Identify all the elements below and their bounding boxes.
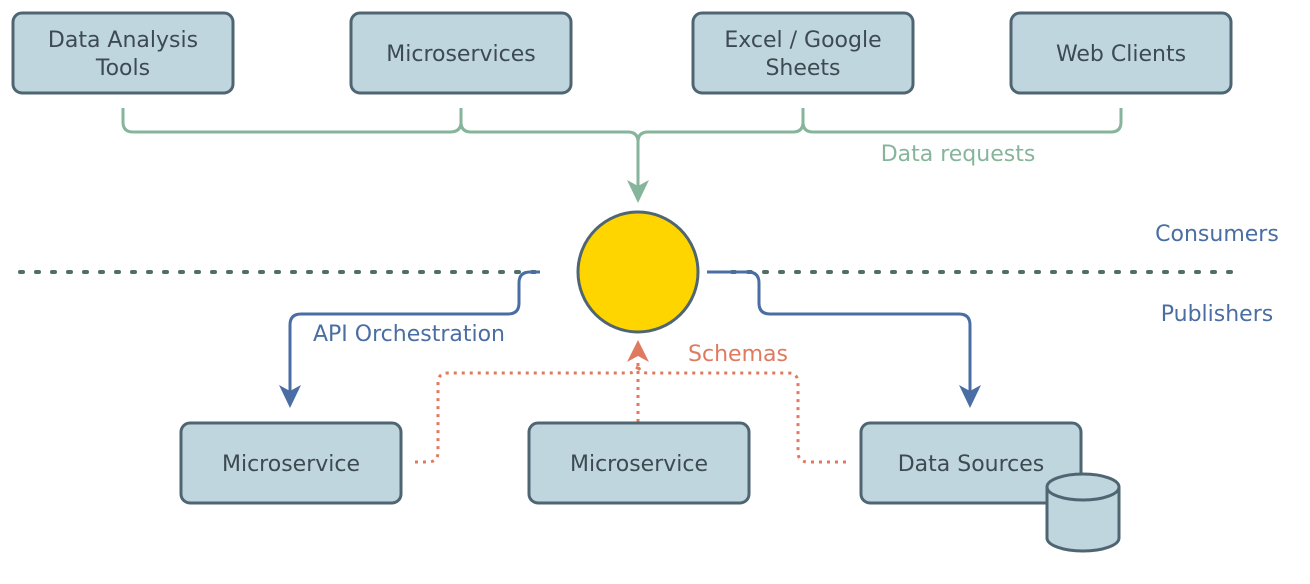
api-orchestration-left-arrowhead bbox=[279, 385, 301, 408]
data-requests-bracket bbox=[121, 108, 1123, 143]
data-requests-label: Data requests bbox=[881, 142, 1036, 167]
consumer-box-microservices: Microservices bbox=[349, 11, 573, 95]
consumer-label-line2: Sheets bbox=[765, 56, 840, 81]
api-orchestration-left-line bbox=[288, 270, 540, 392]
schemas-path-left bbox=[415, 362, 640, 464]
publishers-zone-label: Publishers bbox=[1161, 302, 1273, 327]
api-orchestration-label: API Orchestration bbox=[313, 322, 505, 347]
publisher-label: Data Sources bbox=[898, 452, 1045, 477]
consumer-label-line1: Data Analysis bbox=[48, 28, 198, 53]
consumer-box-excel-google-sheets: Excel / Google Sheets bbox=[691, 11, 915, 95]
api-orchestration-right-line bbox=[707, 270, 972, 392]
publisher-label: Microservice bbox=[222, 452, 360, 477]
consumer-label: Microservices bbox=[386, 42, 535, 67]
consumer-label-line1: Excel / Google bbox=[724, 28, 881, 53]
consumer-box-data-analysis-tools: Data Analysis Tools bbox=[11, 11, 235, 95]
publisher-box-microservice-left: Microservice bbox=[179, 421, 403, 505]
api-orchestration-right-arrowhead bbox=[959, 385, 981, 408]
consumer-label-line2: Tools bbox=[95, 56, 150, 81]
consumers-zone-label: Consumers bbox=[1155, 222, 1279, 247]
data-requests-arrowhead bbox=[627, 180, 649, 203]
consumer-label: Web Clients bbox=[1056, 42, 1186, 67]
consumer-box-web-clients: Web Clients bbox=[1009, 11, 1233, 95]
schemas-label: Schemas bbox=[688, 342, 788, 367]
publisher-box-microservice-center: Microservice bbox=[527, 421, 751, 505]
publisher-label: Microservice bbox=[570, 452, 708, 477]
schemas-path-right bbox=[636, 362, 846, 464]
publisher-box-data-sources: Data Sources bbox=[859, 421, 1083, 505]
schemas-arrowhead bbox=[627, 340, 649, 362]
database-icon bbox=[1045, 472, 1121, 553]
hub-circle bbox=[576, 210, 700, 334]
